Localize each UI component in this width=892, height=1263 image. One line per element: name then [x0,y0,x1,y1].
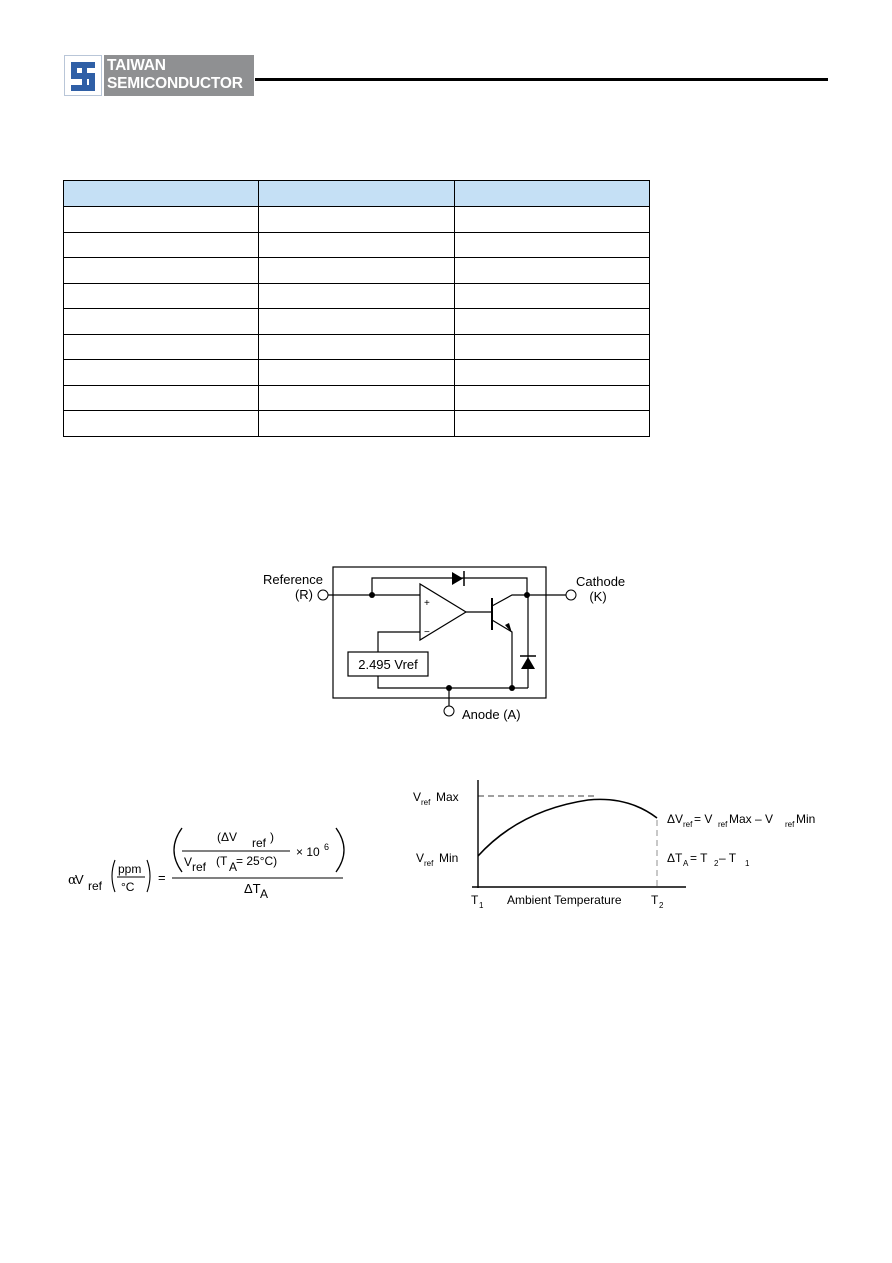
formula-degc: °C [121,880,135,894]
opamp-plus-label: + [424,598,430,609]
vref-box [347,651,429,677]
anode-pin-icon [443,705,455,717]
eq1-mid: = V [694,812,712,826]
table-cell [62,206,260,233]
logo-company-name: TAIWAN SEMICONDUCTOR [104,55,254,96]
logo-mark-icon [64,55,102,96]
table-cell [62,282,260,309]
eq2-prefix: ΔT [667,851,683,865]
formula-ref-close: ) [270,830,274,844]
reference-label: Reference [263,572,323,587]
formula-ref-sub-den: ref [192,860,207,874]
header-rule [255,78,828,81]
reference-pin-icon [317,589,329,601]
reference-pin-label: (R) [295,587,313,602]
eq1-prefix: ΔV [667,812,683,826]
eq2-one: 1 [745,859,750,868]
table-row [62,282,651,309]
vmin-v: V [416,851,424,865]
table-cell [258,410,455,437]
eq2-sub: A [683,859,689,868]
cathode-label: Cathode [576,574,625,589]
formula-alpha: α [68,873,77,888]
vref-min-label: Min [439,851,458,865]
vmin-ref-sub: ref [424,859,434,868]
protection-diode-icon [521,657,535,669]
vref-max-label: Max [436,790,459,804]
table-cell [258,359,455,386]
eq1-ref-sub-3: ref [785,820,795,829]
feedback-diode-icon [452,572,463,585]
table-cell [62,308,260,335]
t2-label: T [651,893,659,907]
vref-curve [477,798,658,857]
formula-ref-sub-num: ref [252,836,267,850]
formula-ta-post: = 25°C) [236,854,277,868]
formula-equals: = [158,870,166,885]
formula-exponent: 6 [324,842,329,852]
op-amp-symbol [419,582,468,642]
formula-ta-pre: (T [216,854,228,868]
table-cell [258,308,455,335]
table-row [62,257,651,284]
formula-delta-vref: (ΔV [217,830,237,844]
eq1-min: Min [796,812,815,826]
table-cell [258,282,455,309]
table-cell [453,206,651,233]
table-row [62,206,651,233]
formula-ppm: ppm [118,862,141,876]
vref-box-label: 2.495 Vref [358,657,418,672]
formula-v: V [75,872,84,887]
table-header-cell [62,180,260,207]
table-row [62,410,651,437]
chart-x-label: Ambient Temperature [507,893,622,907]
eq1-ref-sub-2: ref [718,820,728,829]
formula-times-ten: × 10 [296,845,320,859]
eq2-mid: = T [690,851,708,865]
table-row [62,384,651,411]
t1-sub: 1 [479,901,484,910]
table-cell [453,257,651,284]
eq1-max: Max – V [729,812,773,826]
eq1-ref-sub-1: ref [683,820,693,829]
table-header-cell [453,180,651,207]
table-cell [453,308,651,335]
t2-sub: 2 [659,901,664,910]
table-cell [258,231,455,258]
table-cell [453,410,651,437]
table-cell [62,410,260,437]
cathode-pin-icon [565,589,577,601]
table-header-cell [258,180,455,207]
formula-delta-t-sub: A [260,887,268,901]
spec-table [62,180,651,437]
table-cell [62,359,260,386]
table-row [62,231,651,258]
table-cell [62,384,260,411]
table-cell [258,384,455,411]
company-logo: TAIWAN SEMICONDUCTOR [64,55,254,96]
vmax-ref-sub: ref [421,798,431,807]
formula-vref-den: V [184,855,192,869]
anode-label: Anode (A) [462,707,521,722]
table-header-row [62,180,651,207]
table-cell [453,231,651,258]
t1-label: T [471,893,479,907]
eq2-two: 2 [714,859,719,868]
package-outline [332,566,547,699]
formula-ref-sub: ref [88,879,103,893]
table-row [62,359,651,386]
table-cell [453,359,651,386]
formula-ta-sub: A [229,860,237,874]
cathode-pin-label: (K) [589,589,606,604]
opamp-minus-label: − [424,627,430,638]
logo-line-2: SEMICONDUCTOR [107,75,243,92]
vmax-v: V [413,790,421,804]
logo-line-1: TAIWAN [107,57,166,74]
eq2-minus: – T [719,851,737,865]
table-row [62,308,651,335]
formula-delta-t: ΔT [244,881,261,896]
